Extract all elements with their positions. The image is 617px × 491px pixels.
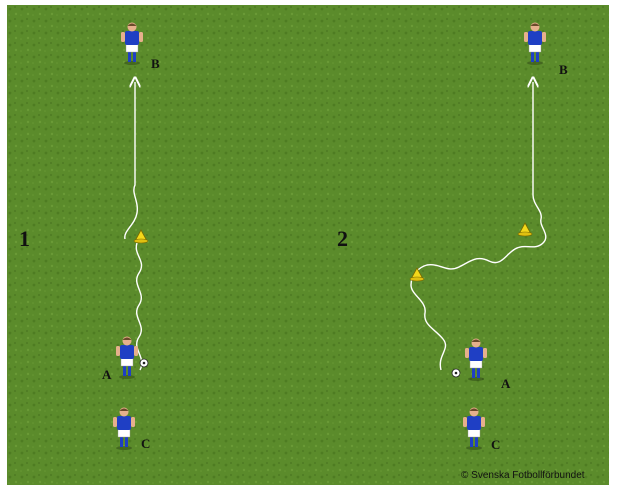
ball-1 xyxy=(139,358,149,368)
grass-field xyxy=(7,5,609,485)
panel-number-2: 2 xyxy=(337,226,348,251)
player-c-label-1: C xyxy=(141,436,150,451)
drill-diagram: 1 B A C 2 B A C © Svenska Fotbollförbund… xyxy=(7,5,609,485)
dribble-path-2 xyxy=(410,82,547,371)
player-a-label-2: A xyxy=(501,376,511,391)
player-a-label-1: A xyxy=(102,367,112,382)
copyright-text: © Svenska Fotbollförbundet xyxy=(461,470,585,481)
player-b-label-2: B xyxy=(559,62,568,77)
ball-2 xyxy=(451,368,461,378)
player-b-label-1: B xyxy=(151,56,160,71)
panel-number-1: 1 xyxy=(19,226,30,251)
player-c-label-2: C xyxy=(491,437,500,452)
